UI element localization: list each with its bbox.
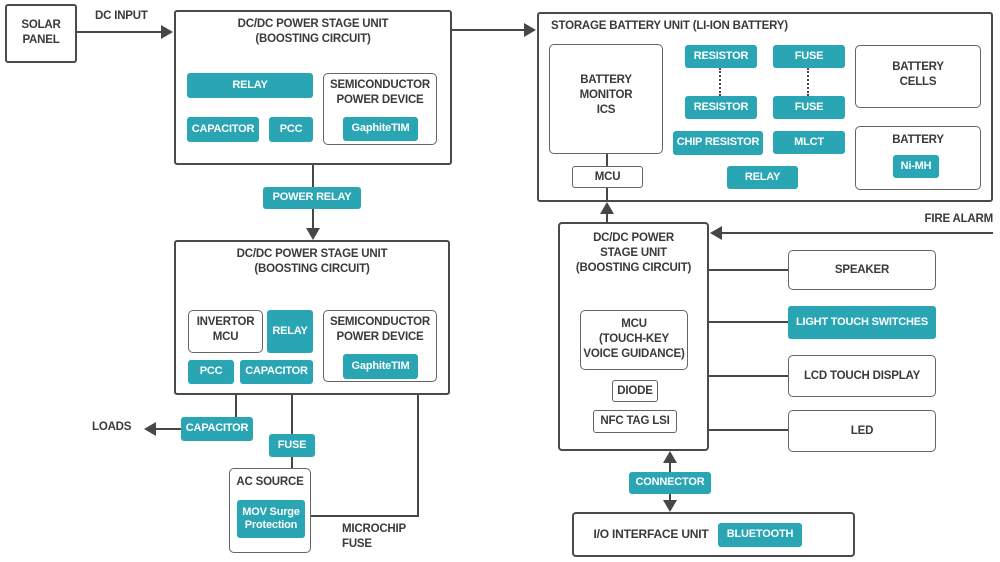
storage-resistor-bottom-chip: RESISTOR xyxy=(685,96,757,119)
output-fuse-chip: FUSE xyxy=(269,434,315,457)
battery-monitor-box xyxy=(549,44,663,154)
unit3-to-lcd-line xyxy=(709,375,788,377)
dc-input-arrowhead xyxy=(161,25,173,39)
mcu-touchkey-label: MCU (TOUCH-KEY VOICE GUIDANCE) xyxy=(583,318,685,360)
light-touch-switches-chip: LIGHT TOUCH SWITCHES xyxy=(788,306,936,339)
unit3-to-storage-line xyxy=(606,214,608,222)
unit3-to-storage-arrowhead xyxy=(600,202,614,214)
microchip-fuse-vline xyxy=(417,395,419,517)
microchip-fuse-hline xyxy=(311,515,419,517)
unit1-pcc-chip: PCC xyxy=(269,117,313,142)
unit3-to-speaker-line xyxy=(709,269,788,271)
semiconductor-device1-title: SEMICONDUCTOR POWER DEVICE xyxy=(329,79,431,106)
connector-chip: CONNECTOR xyxy=(629,472,711,494)
nfc-tag-label: NFC TAG LSI xyxy=(600,415,670,428)
loads-arrowhead xyxy=(144,422,156,436)
unit3-to-switches-line xyxy=(709,321,788,323)
fire-alarm-label: FIRE ALARM xyxy=(924,213,994,225)
storage-fuse-top-chip: FUSE xyxy=(773,45,845,68)
fuse-to-acsource-line xyxy=(291,457,293,468)
unit1-to-unit2-arrowhead xyxy=(306,228,320,240)
solar-panel-label: SOLAR PANEL xyxy=(21,19,61,46)
lcd-touch-display-box: LCD TOUCH DISPLAY xyxy=(788,355,936,397)
invertor-mcu-label: INVERTOR MCU xyxy=(196,316,255,343)
unit1-to-storage-line xyxy=(452,29,524,31)
dc-input-label: DC INPUT xyxy=(95,10,148,22)
monitor-to-mcu-line xyxy=(606,154,608,166)
unit2-relay-chip: RELAY xyxy=(267,310,313,353)
semiconductor-device2-title: SEMICONDUCTOR POWER DEVICE xyxy=(329,316,431,343)
storage-mcu-box: MCU xyxy=(572,166,643,188)
diode-label: DIODE xyxy=(617,384,653,397)
diode-box: DIODE xyxy=(612,380,658,402)
bluetooth-chip: BLUETOOTH xyxy=(718,523,802,547)
fuse-dotted-line xyxy=(807,68,809,96)
unit1-title: DC/DC POWER STAGE UNIT (BOOSTING CIRCUIT… xyxy=(237,18,389,45)
io-interface-unit-box xyxy=(572,512,855,557)
unit1-to-storage-arrowhead xyxy=(524,23,536,37)
unit2-gaphitetim-chip: GaphiteTIM xyxy=(343,354,418,379)
nfc-tag-box: NFC TAG LSI xyxy=(593,410,677,433)
unit1-relay-chip: RELAY xyxy=(187,73,313,98)
storage-fuse-bottom-chip: FUSE xyxy=(773,96,845,119)
unit2-capacitor-chip: CAPACITOR xyxy=(240,360,313,384)
battery-cells-box xyxy=(855,45,981,108)
fire-alarm-line xyxy=(722,232,993,234)
unit2-pcc-chip: PCC xyxy=(188,360,234,384)
dc-input-line xyxy=(77,31,161,33)
storage-mcu-label: MCU xyxy=(594,170,621,183)
battery-monitor-label: BATTERY MONITOR ICS xyxy=(579,74,633,116)
battery-nimh-chip: Ni-MH xyxy=(893,155,939,178)
mov-surge-chip: MOV Surge Protection xyxy=(237,500,305,538)
battery-title-label: BATTERY xyxy=(892,134,944,146)
unit2-title: DC/DC POWER STAGE UNIT (BOOSTING CIRCUIT… xyxy=(236,248,388,275)
capacitor-to-loads-line xyxy=(156,428,181,430)
unit1-capacitor-chip: CAPACITOR xyxy=(187,117,259,142)
ac-source-title: AC SOURCE xyxy=(236,476,304,488)
connector-up-arrowhead xyxy=(663,451,677,463)
mcu-touchkey-box xyxy=(580,310,688,370)
loads-label: LOADS xyxy=(92,421,132,433)
speaker-box: SPEAKER xyxy=(788,250,936,290)
battery-cells-label: BATTERY CELLS xyxy=(892,61,944,88)
speaker-label: SPEAKER xyxy=(834,263,890,276)
power-relay-chip: POWER RELAY xyxy=(263,187,361,209)
output-capacitor-chip: CAPACITOR xyxy=(181,417,253,441)
solar-panel-box xyxy=(5,4,77,63)
mcu-to-storage-edge-line xyxy=(606,188,608,202)
io-interface-unit-title: I/O INTERFACE UNIT xyxy=(593,527,709,541)
lcd-touch-display-label: LCD TOUCH DISPLAY xyxy=(803,369,921,382)
resistor-dotted-line xyxy=(719,68,721,96)
led-label: LED xyxy=(850,424,874,437)
storage-chip-resistor-chip: CHIP RESISTOR xyxy=(673,131,763,155)
unit1-gaphitetim-chip: GaphiteTIM xyxy=(343,117,418,141)
led-box: LED xyxy=(788,410,936,452)
storage-unit-title: STORAGE BATTERY UNIT (LI-ION BATTERY) xyxy=(551,20,788,32)
storage-mlct-chip: MLCT xyxy=(773,131,845,154)
storage-relay-chip: RELAY xyxy=(727,166,798,189)
storage-resistor-top-chip: RESISTOR xyxy=(685,45,757,68)
microchip-fuse-label: MICROCHIP FUSE xyxy=(342,523,407,550)
invertor-mcu-box xyxy=(188,310,263,353)
unit3-to-led-line xyxy=(709,429,788,431)
unit3-title: DC/DC POWER STAGE UNIT (BOOSTING CIRCUIT… xyxy=(575,232,692,274)
fire-alarm-arrowhead xyxy=(710,226,722,240)
unit2-to-capacitor-line xyxy=(235,395,237,417)
unit2-to-fuse-line xyxy=(291,395,293,434)
connector-down-arrowhead xyxy=(663,500,677,512)
